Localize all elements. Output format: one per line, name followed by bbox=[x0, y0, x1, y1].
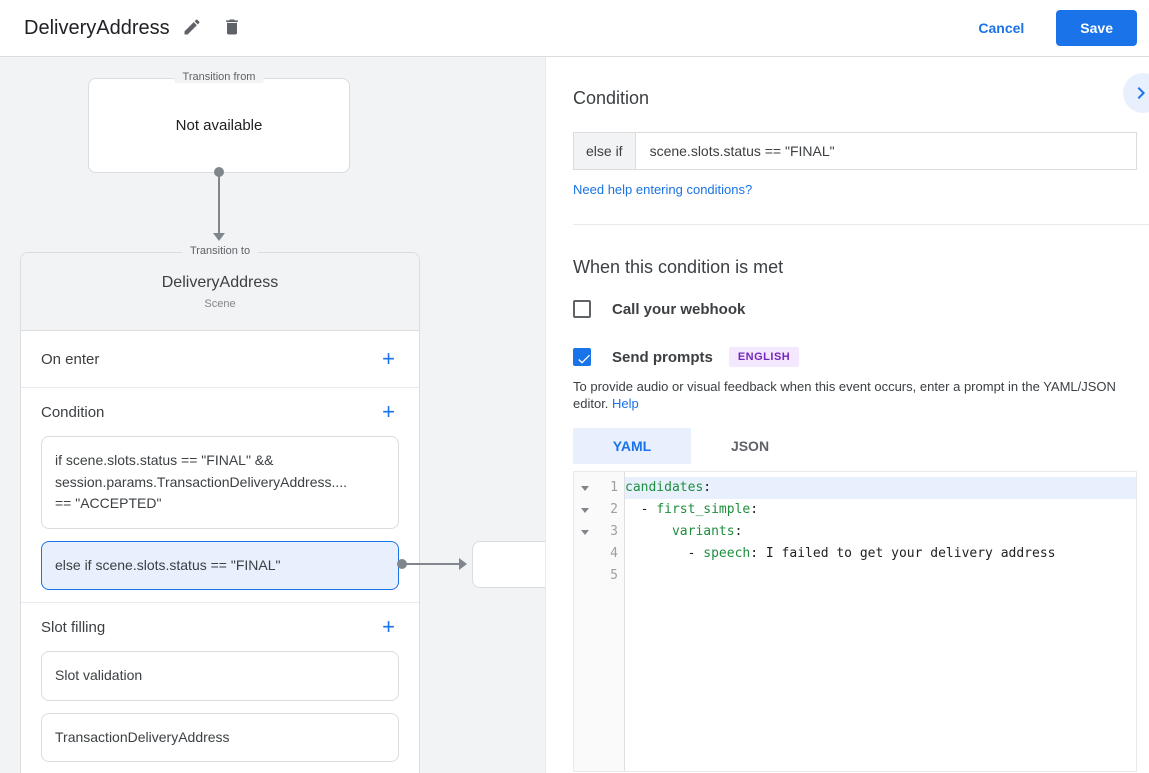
line-number: 3 bbox=[610, 524, 618, 539]
top-bar: DeliveryAddress Cancel Save bbox=[0, 0, 1149, 57]
editor-line[interactable]: 1 candidates: bbox=[574, 477, 1136, 499]
connector-line bbox=[218, 172, 220, 233]
section-divider bbox=[21, 602, 419, 603]
editor-line[interactable]: 5 bbox=[574, 565, 1136, 587]
condition-expression-input[interactable] bbox=[635, 133, 1136, 169]
scene-title: DeliveryAddress bbox=[161, 273, 279, 291]
cancel-button[interactable]: Cancel bbox=[962, 12, 1040, 44]
slot-item-validation[interactable]: Slot validation bbox=[41, 651, 399, 701]
scene-diagram: Transition from Not available Transition… bbox=[0, 57, 546, 773]
transition-to-label: Transition to bbox=[181, 245, 259, 257]
condition-item-selected[interactable]: else if scene.slots.status == "FINAL" bbox=[41, 540, 399, 590]
transition-dot bbox=[397, 559, 407, 569]
transition-target-box bbox=[472, 541, 545, 588]
page-title: DeliveryAddress bbox=[24, 16, 170, 39]
condition-prefix-label: else if bbox=[574, 133, 636, 169]
condition-section-label: Condition bbox=[41, 403, 105, 421]
editor-line[interactable]: 3 variants: bbox=[574, 521, 1136, 543]
add-condition-button[interactable]: + bbox=[378, 400, 399, 424]
slot-item-transaction-delivery-address[interactable]: TransactionDeliveryAddress bbox=[41, 712, 399, 762]
prompt-description: To provide audio or visual feedback when… bbox=[573, 378, 1126, 412]
fold-arrow-icon[interactable] bbox=[574, 477, 596, 499]
scene-subtitle: Scene bbox=[204, 297, 236, 310]
condition-section-header: Condition + bbox=[21, 388, 419, 436]
editor-line[interactable]: 2 - first_simple: bbox=[574, 499, 1136, 521]
transition-line bbox=[405, 563, 460, 565]
call-webhook-label: Call your webhook bbox=[612, 300, 746, 318]
prompt-description-text: To provide audio or visual feedback when… bbox=[573, 379, 1116, 411]
editor-format-tabs: YAML JSON bbox=[573, 428, 1137, 464]
trash-icon bbox=[222, 17, 242, 40]
tab-yaml[interactable]: YAML bbox=[573, 428, 691, 464]
connector-arrowhead-icon bbox=[213, 233, 225, 241]
collapse-panel-button[interactable] bbox=[1123, 73, 1149, 113]
add-on-enter-button[interactable]: + bbox=[378, 347, 399, 371]
send-prompts-checkbox[interactable] bbox=[573, 348, 591, 366]
code-line-content[interactable] bbox=[625, 565, 1136, 587]
code-line-content[interactable]: - speech: I failed to get your delivery … bbox=[625, 546, 1056, 561]
line-number: 5 bbox=[610, 568, 618, 583]
save-button[interactable]: Save bbox=[1056, 10, 1137, 46]
condition-editor-panel: Condition else if Need help entering con… bbox=[546, 57, 1149, 773]
line-number: 4 bbox=[610, 546, 618, 561]
on-enter-row: On enter + bbox=[21, 331, 419, 388]
code-line-content[interactable]: variants: bbox=[671, 524, 743, 539]
webhook-row: Call your webhook bbox=[573, 300, 1137, 318]
slot-filling-label: Slot filling bbox=[41, 618, 106, 636]
condition-item[interactable]: if scene.slots.status == "FINAL" && sess… bbox=[41, 436, 399, 529]
fold-arrow-icon[interactable] bbox=[574, 499, 596, 521]
slot-filling-section-header: Slot filling + bbox=[21, 603, 419, 651]
line-number: 2 bbox=[610, 502, 618, 517]
code-line-content[interactable]: - first_simple: bbox=[625, 502, 759, 517]
edit-scene-button[interactable] bbox=[174, 10, 210, 46]
transition-from-content: Not available bbox=[175, 117, 263, 134]
language-badge: ENGLISH bbox=[728, 347, 800, 367]
editor-line[interactable]: 4 - speech: I failed to get your deliver… bbox=[574, 543, 1136, 565]
help-link[interactable]: Help bbox=[612, 396, 639, 411]
scene-card-header: DeliveryAddress Scene bbox=[21, 253, 419, 331]
when-condition-met-title: When this condition is met bbox=[573, 257, 784, 277]
send-prompts-label: Send prompts bbox=[612, 348, 713, 366]
add-slot-button[interactable]: + bbox=[378, 615, 399, 639]
line-number: 1 bbox=[610, 480, 618, 495]
transition-from-label: Transition from bbox=[174, 71, 264, 83]
tab-json[interactable]: JSON bbox=[730, 438, 770, 454]
condition-input-group: else if bbox=[573, 132, 1137, 170]
pencil-icon bbox=[182, 17, 202, 40]
panel-title: Condition bbox=[573, 88, 650, 108]
call-webhook-checkbox[interactable] bbox=[573, 300, 591, 318]
scene-card: Transition to DeliveryAddress Scene On e… bbox=[20, 245, 420, 773]
fold-gutter bbox=[574, 565, 596, 587]
transition-from-box: Transition from Not available bbox=[88, 71, 350, 173]
fold-gutter bbox=[574, 543, 596, 565]
panel-divider bbox=[573, 224, 1149, 225]
on-enter-label: On enter bbox=[41, 350, 100, 368]
code-line-content[interactable]: candidates: bbox=[625, 477, 1136, 499]
transition-arrowhead-icon bbox=[459, 558, 467, 570]
delete-scene-button[interactable] bbox=[214, 10, 250, 46]
fold-arrow-icon[interactable] bbox=[574, 521, 596, 543]
send-prompts-row: Send prompts ENGLISH bbox=[573, 347, 1137, 367]
condition-help-link[interactable]: Need help entering conditions? bbox=[573, 182, 753, 197]
